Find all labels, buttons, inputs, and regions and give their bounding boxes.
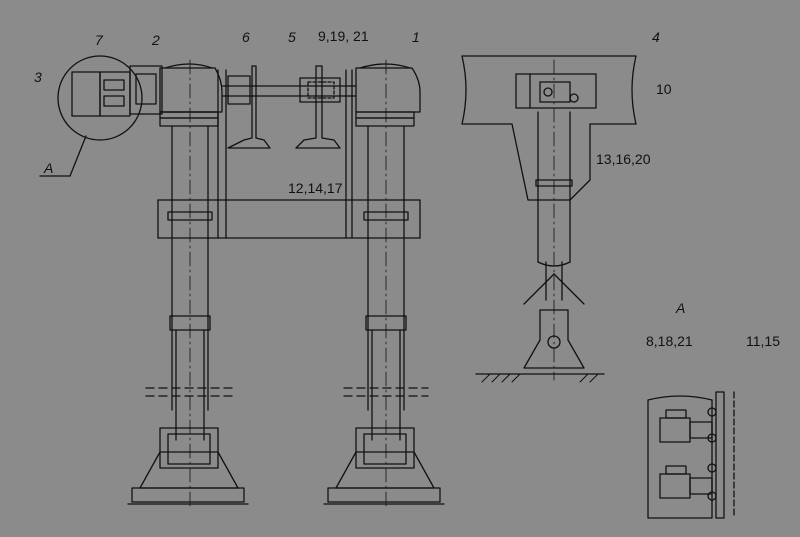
crossbeam-left-view <box>157 199 421 239</box>
label-11-15: 11,15 <box>746 333 780 349</box>
detail-a-view <box>647 391 735 519</box>
label-4: 4 <box>652 29 660 45</box>
label-9-19-21: 9,19, 21 <box>318 28 369 44</box>
label-12-14-17: 12,14,17 <box>288 180 343 196</box>
detail-callout-a <box>39 55 143 177</box>
label-3: 3 <box>34 69 42 85</box>
label-2: 2 <box>152 32 160 48</box>
label-a-callout: A <box>44 160 54 176</box>
label-1: 1 <box>412 29 420 45</box>
rails-and-shaft <box>217 65 357 239</box>
label-a-detail: A <box>676 300 686 316</box>
label-10: 10 <box>656 81 672 97</box>
label-6: 6 <box>242 29 250 45</box>
jack-column-left <box>127 59 249 511</box>
single-jack-side-view <box>461 55 637 383</box>
label-8-18-21: 8,18,21 <box>646 333 693 349</box>
label-13-16-20: 13,16,20 <box>596 151 651 167</box>
label-7: 7 <box>95 32 103 48</box>
jack-column-right <box>323 59 445 511</box>
label-5: 5 <box>288 29 296 45</box>
